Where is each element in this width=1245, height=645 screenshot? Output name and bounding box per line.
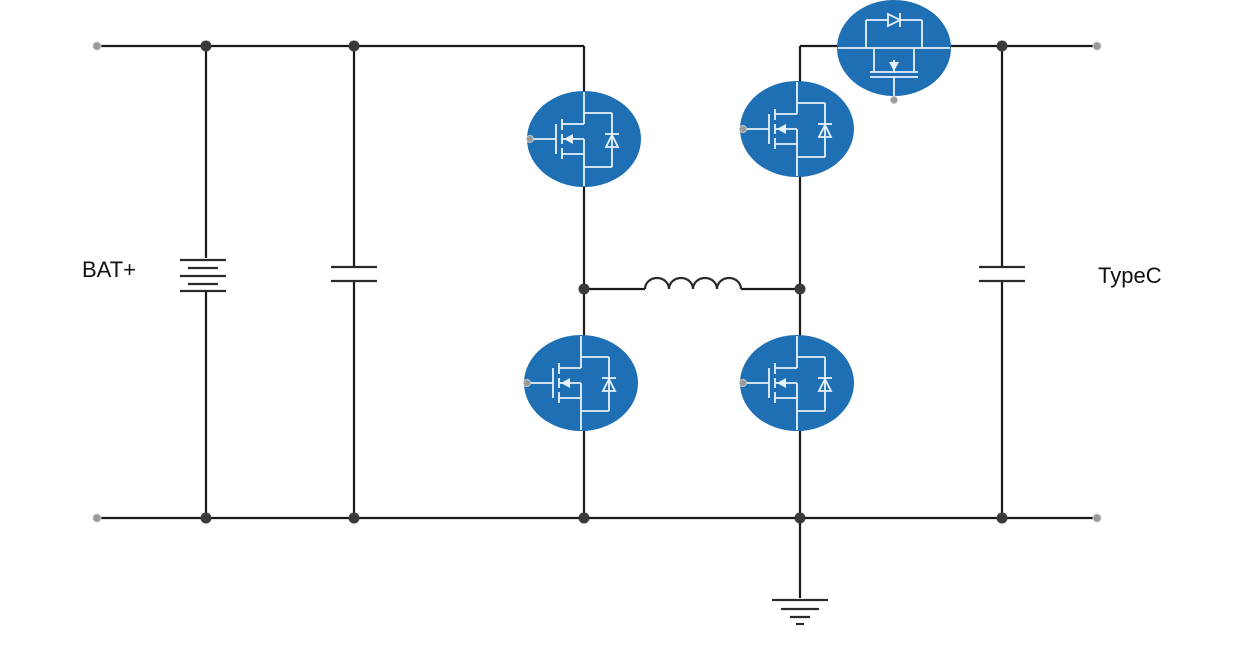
wires bbox=[97, 44, 1097, 598]
ground-icon[interactable] bbox=[772, 598, 828, 626]
output-label: TypeC bbox=[1098, 263, 1162, 288]
output-switch-mosfet-icon[interactable] bbox=[836, 0, 952, 104]
high-side-mosfet-1-icon[interactable] bbox=[526, 90, 642, 188]
inductor-icon[interactable] bbox=[643, 276, 743, 290]
input-capacitor-icon[interactable] bbox=[331, 265, 377, 283]
high-side-mosfet-2-icon[interactable] bbox=[739, 80, 855, 178]
terminals[interactable] bbox=[92, 41, 1102, 523]
output-capacitor-icon[interactable] bbox=[979, 265, 1025, 283]
battery-label: BAT+ bbox=[82, 257, 136, 282]
battery-icon[interactable] bbox=[180, 258, 226, 293]
junction-nodes bbox=[200, 40, 1008, 524]
low-side-mosfet-1-icon[interactable] bbox=[523, 334, 639, 432]
low-side-mosfet-2-icon[interactable] bbox=[739, 334, 855, 432]
